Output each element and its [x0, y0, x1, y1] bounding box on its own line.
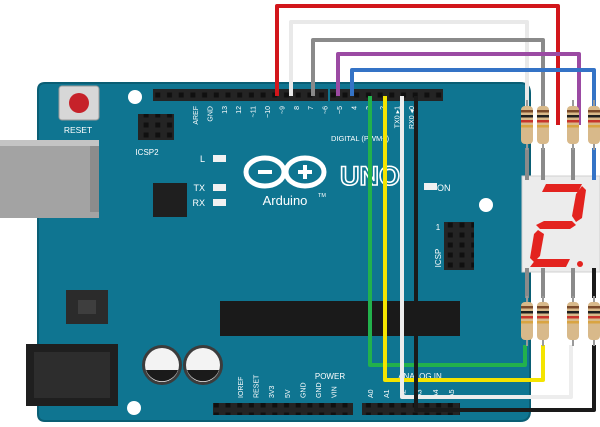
segment-d	[530, 259, 570, 267]
wire-yellow	[383, 96, 545, 382]
segment-dp	[577, 261, 583, 267]
digital-header	[153, 89, 443, 101]
pin-label: ~10	[265, 106, 272, 118]
pin-label: AREF	[193, 106, 200, 125]
icsp-header	[444, 222, 474, 270]
resistor	[567, 296, 579, 346]
pin-label: ~5	[337, 106, 344, 114]
wire-gray	[311, 38, 545, 125]
mounting-hole	[128, 90, 142, 104]
pin-label: TX0 ▸1	[395, 106, 402, 128]
pin-label: ~9	[279, 106, 286, 114]
pin-label: 12	[236, 106, 243, 114]
pin-label: GND	[207, 106, 214, 122]
resistor	[521, 296, 533, 346]
usb-chip	[153, 183, 187, 217]
pin-label: 5V	[285, 389, 292, 398]
reset-label: RESET	[64, 125, 92, 135]
pin-label: A0	[368, 389, 375, 398]
board-leds	[213, 155, 437, 206]
capacitor	[183, 345, 223, 385]
pin-label: A1	[384, 389, 391, 398]
pin-label: GND	[316, 382, 323, 398]
wire-white-1	[289, 20, 529, 125]
wire-purple	[336, 52, 581, 125]
mounting-hole	[479, 198, 493, 212]
wires	[275, 4, 596, 412]
pin-label: IOREF	[238, 377, 245, 398]
pin-label: A3	[417, 389, 424, 398]
pin-label: RX0 ◂0	[409, 106, 416, 129]
display-leads	[525, 148, 596, 298]
pin-label: 8	[294, 106, 301, 110]
resistor	[588, 100, 600, 150]
resistor	[537, 100, 549, 150]
usb-connector	[0, 140, 99, 218]
segment-e	[530, 230, 544, 262]
pin-label: 13	[222, 106, 229, 114]
arduino-brand: Arduino	[263, 193, 308, 208]
on-led-label: ON	[437, 183, 451, 193]
power-header	[213, 403, 353, 415]
arduino-logo	[243, 155, 327, 189]
pin-label: VIN	[332, 386, 339, 398]
microcontroller-chip	[220, 301, 460, 336]
icsp2-header	[138, 114, 174, 140]
resistors	[521, 100, 600, 346]
pin-label: RESET	[254, 374, 261, 398]
segment-a	[542, 184, 582, 192]
resistor	[567, 100, 579, 150]
trademark: TM	[318, 193, 326, 199]
segment-g	[536, 221, 576, 229]
arduino-board: RESET ICSP2	[0, 82, 531, 422]
pin-label: 7	[308, 106, 315, 110]
pin-label: ~6	[323, 106, 330, 114]
led-tx-label: TX	[193, 183, 205, 193]
wire-white-2	[400, 96, 573, 399]
analog-label: ANALOG IN	[398, 372, 442, 381]
pin-label: 4	[351, 106, 358, 110]
reset-button[interactable]	[58, 85, 100, 121]
seven-segment-display	[521, 175, 600, 273]
led-l-label: L	[200, 154, 205, 164]
wire-blue	[350, 68, 596, 125]
resistor	[521, 100, 533, 150]
pin-label: GND	[300, 382, 307, 398]
mounting-hole	[127, 401, 141, 415]
resistor	[588, 296, 600, 346]
digital-label: DIGITAL (PWM~)	[331, 134, 390, 143]
power-label: POWER	[315, 372, 345, 381]
power-jack	[26, 344, 118, 406]
pin-label: 3V3	[269, 385, 276, 398]
pin-label: A5	[449, 389, 456, 398]
power-pin-labels: IOREF RESET 3V3 5V GND GND VIN	[238, 374, 339, 398]
segment-b	[572, 186, 586, 222]
segment-digit	[530, 184, 586, 267]
wire-black	[414, 96, 596, 412]
wire-red	[275, 4, 560, 125]
icsp2-label: ICSP2	[135, 148, 159, 157]
icsp-pin-one: 1	[436, 223, 441, 232]
led-rx-label: RX	[192, 198, 205, 208]
icsp-label: ICSP	[434, 249, 443, 268]
voltage-regulator	[66, 290, 108, 324]
pin-label: ~11	[251, 106, 258, 117]
capacitor	[142, 345, 182, 385]
wire-green	[368, 96, 527, 367]
resistor	[537, 296, 549, 346]
pin-label: A4	[433, 389, 440, 398]
